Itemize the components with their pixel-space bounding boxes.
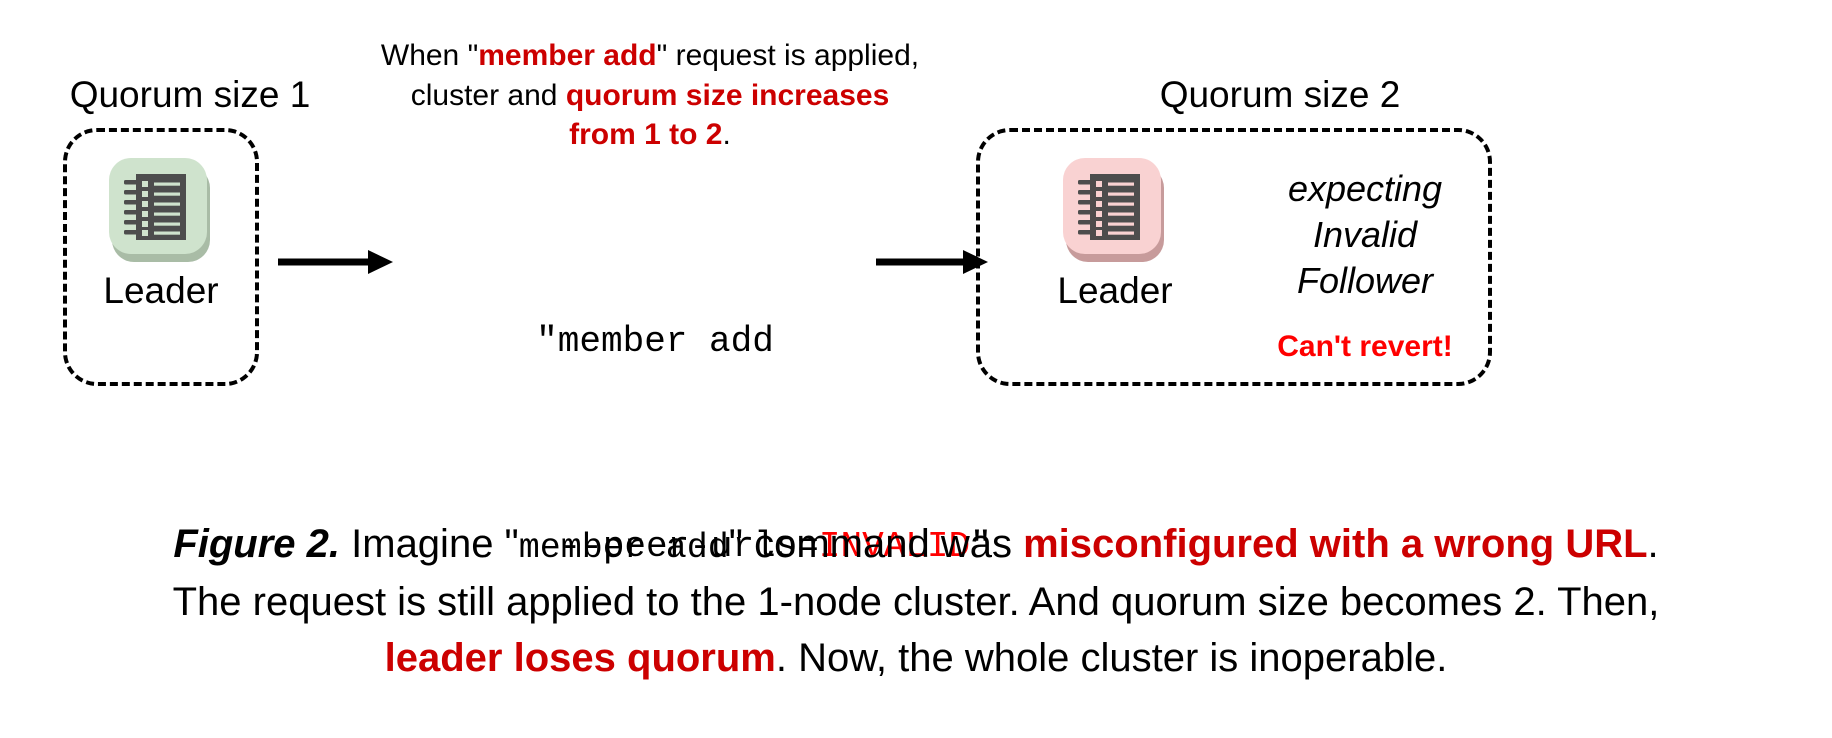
caption-line3-highlight: leader loses quorum <box>384 636 776 681</box>
right-arrow-icon-2 <box>876 248 988 276</box>
status-line-3: Follower <box>1296 260 1434 302</box>
right-cluster-box <box>976 128 1492 386</box>
annotation-line2-b: quorum size increases <box>565 78 890 112</box>
caption-line1-b: Imagine " <box>340 522 519 566</box>
command-line-2: --peer-urls=INVALID" <box>430 470 992 623</box>
left-cluster-title: Quorum size 1 <box>69 74 311 115</box>
caption-line-3: leader loses quorum. Now, the whole clus… <box>60 630 1772 687</box>
server-rack-icon <box>107 150 215 266</box>
caption-line-1: Figure 2. Imagine "member add" command w… <box>60 516 1772 574</box>
caption-line1-f: . <box>1647 522 1659 566</box>
server-rack-glyph <box>124 174 186 240</box>
follower-status-text: expecting Invalid Follower <box>1245 166 1485 304</box>
annotation-line3-b: . <box>722 118 731 152</box>
annotation-line1-b: member add <box>478 39 657 72</box>
caption-line1-command: member add <box>518 528 729 568</box>
command-text: "member add --peer-urls=INVALID" <box>430 214 992 725</box>
annotation-line2-a: cluster and <box>410 78 566 112</box>
caption-line3-b: . Now, the whole cluster is inoperable. <box>775 636 1448 681</box>
right-node-label: Leader <box>1057 270 1173 311</box>
right-cluster-title: Quorum size 2 <box>1159 74 1401 115</box>
right-arrow-icon <box>278 248 393 276</box>
annotation-text: When "member add" request is applied, cl… <box>330 36 970 155</box>
annotation-line1-c: " request is applied, <box>656 39 920 72</box>
left-node-label: Leader <box>103 270 219 311</box>
caption-line1-d: " command was <box>728 522 1024 566</box>
left-node: Leader <box>86 150 236 309</box>
figure-caption: Figure 2. Imagine "member add" command w… <box>60 516 1772 687</box>
command-line2-flag: --peer-urls= <box>559 525 819 567</box>
cant-revert-warning: Can't revert! <box>1277 330 1453 363</box>
status-line-2: Invalid <box>1312 214 1418 256</box>
caption-figure-number: Figure 2. <box>173 522 341 566</box>
left-cluster-box <box>63 128 259 386</box>
caption-line1-highlight: misconfigured with a wrong URL <box>1023 522 1648 566</box>
annotation-line-1: When "member add" request is applied, <box>330 36 970 76</box>
annotation-line-3: from 1 to 2. <box>330 115 970 155</box>
annotation-line-2: cluster and quorum size increases <box>330 76 970 116</box>
server-rack-icon <box>1061 150 1169 266</box>
command-line2-quote: " <box>970 525 992 567</box>
caption-line-2: The request is still applied to the 1-no… <box>172 579 1660 624</box>
annotation-line3-a: from 1 to 2 <box>569 118 723 152</box>
command-line-1: "member add <box>536 321 774 363</box>
server-rack-glyph <box>1078 174 1140 240</box>
right-node: Leader <box>1040 150 1190 309</box>
status-line-1: expecting <box>1287 168 1443 209</box>
command-line2-value: INVALID <box>818 525 971 567</box>
annotation-line1-a: When " <box>380 39 479 72</box>
